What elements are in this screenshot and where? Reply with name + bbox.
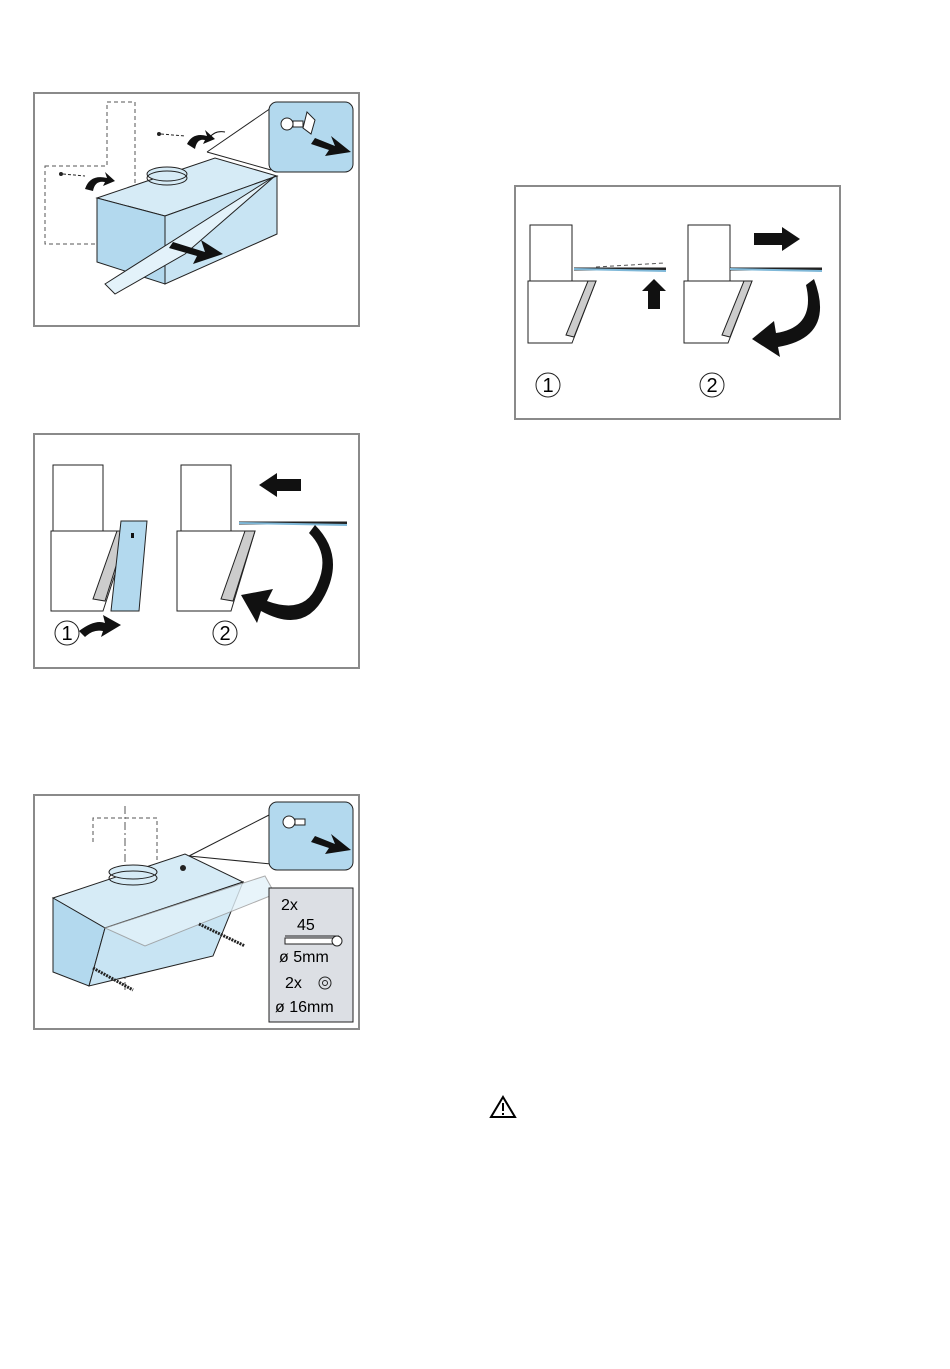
figure-panel-removal: 1 2 (33, 433, 360, 669)
screw-quantity: 2x (281, 897, 298, 914)
step-number: 2 (706, 375, 717, 397)
illustration-panel-removal: 1 2 (35, 435, 358, 667)
screw-diameter: ø 5mm (279, 949, 329, 966)
screw-length: 45 (297, 917, 315, 934)
figure-hood-glass-removal (33, 92, 360, 327)
illustration-hood-fixing: 2x 45 ø 5mm 2x ø 16mm (35, 796, 358, 1028)
warning-icon (489, 1095, 517, 1119)
step-number: 1 (542, 375, 553, 397)
figure-hood-fixing: 2x 45 ø 5mm 2x ø 16mm (33, 794, 360, 1030)
washer-quantity: 2x (285, 975, 302, 992)
illustration-hood-wall (35, 94, 358, 325)
illustration-glass-slide: 1 2 (516, 187, 839, 418)
washer-diameter: ø 16mm (275, 999, 334, 1016)
figure-glass-slide: 1 2 (514, 185, 841, 420)
step-number: 2 (219, 623, 230, 645)
step-number: 1 (61, 623, 72, 645)
